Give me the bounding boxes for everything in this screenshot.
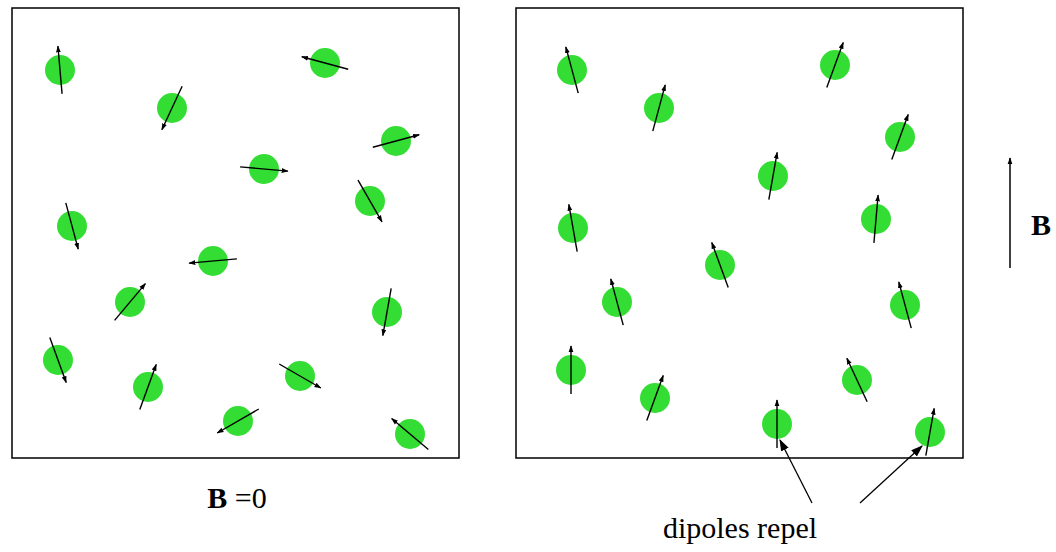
sample-box <box>12 8 459 458</box>
dipole-arrow <box>570 346 571 394</box>
dipole-arrow <box>240 167 288 171</box>
sample-box <box>516 8 963 458</box>
dipole-arrow <box>892 114 908 159</box>
dipole-arrow <box>302 57 348 69</box>
leader-arrow <box>860 446 922 503</box>
dipole-arrow <box>569 204 577 251</box>
dipole-arrow <box>140 364 156 409</box>
dipole-arrow <box>392 419 429 450</box>
dipole-arrow <box>66 203 78 249</box>
dipole-arrow <box>217 409 259 433</box>
dipole-arrow <box>279 364 321 388</box>
dipole-arrow <box>162 86 182 130</box>
dipole-arrow <box>189 259 237 263</box>
dipole-arrow <box>769 152 777 199</box>
dipole-arrow <box>647 375 663 420</box>
callout-text: dipoles repel <box>663 511 817 544</box>
dipole-arrow <box>653 85 665 131</box>
dipole-arrow <box>373 135 419 147</box>
dipole-arrow <box>358 180 382 222</box>
leader-arrow <box>780 440 812 503</box>
dipole-arrow <box>58 46 62 94</box>
dipole-arrow <box>383 288 391 335</box>
field-arrow <box>1009 158 1011 268</box>
dipole-arrow <box>115 284 146 321</box>
dipole-arrow <box>712 242 728 287</box>
field-label: B <box>1031 208 1051 241</box>
dipole-arrow <box>827 42 843 87</box>
dipole-arrow <box>611 279 623 325</box>
dipole-arrow <box>874 195 878 243</box>
dipole-arrow <box>776 400 777 448</box>
dipole-arrow <box>899 282 911 328</box>
zero-field-label: B =0 <box>207 481 266 514</box>
dipole-arrow <box>50 337 66 382</box>
dipole-arrow <box>847 358 867 402</box>
dipole-arrow <box>926 408 934 455</box>
dipole-arrow <box>566 47 578 93</box>
